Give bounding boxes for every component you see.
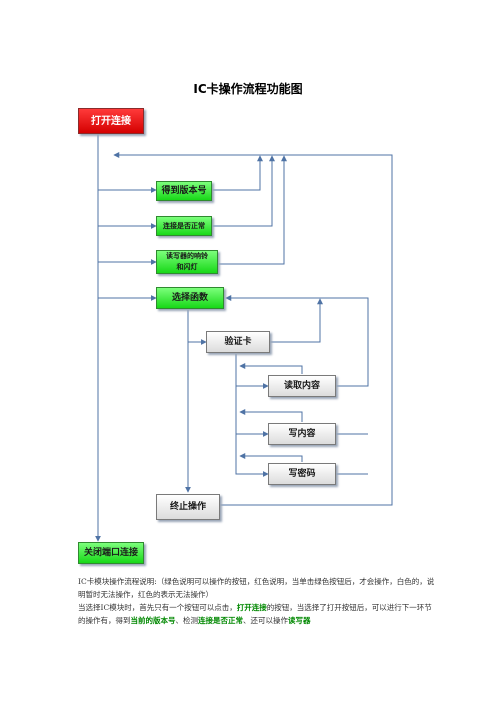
read-return bbox=[239, 363, 303, 374]
verify-return bbox=[270, 298, 323, 343]
verify-down bbox=[235, 354, 269, 477]
write-password-button[interactable]: 写密码 bbox=[268, 463, 336, 485]
close-port-button[interactable]: 关闭端口连接 bbox=[78, 542, 144, 564]
description-text: IC卡模块操作流程说明:（绿色说明可以操作的按钮，红色说明，当单击绿色按钮后，才… bbox=[78, 575, 438, 627]
desc-p2-a: 当选择IC模块时，首先只有一个按钮可以点击， bbox=[78, 603, 237, 612]
return-version bbox=[212, 155, 263, 191]
description-paragraph-2: 当选择IC模块时，首先只有一个按钮可以点击，打开连接的按钮，当选择了打开按钮后，… bbox=[78, 601, 438, 627]
diagram-title: IC卡操作流程功能图 bbox=[193, 82, 303, 96]
check-connection-button[interactable]: 连接是否正常 bbox=[156, 216, 212, 236]
loop-return-select bbox=[225, 295, 369, 387]
desc-p2-g: 、还可以操作 bbox=[243, 616, 288, 625]
return-connected bbox=[212, 155, 275, 227]
get-version-button[interactable]: 得到版本号 bbox=[156, 181, 212, 201]
write-return bbox=[239, 409, 303, 422]
write-content-button[interactable]: 写内容 bbox=[268, 423, 336, 445]
return-loop-outer bbox=[113, 152, 393, 506]
read-content-button[interactable]: 读取内容 bbox=[268, 375, 336, 397]
beep-label-line1: 读写器的响铃 bbox=[166, 252, 208, 260]
desc-p2-version: 当前的版本号 bbox=[130, 616, 176, 625]
return-beep bbox=[218, 155, 287, 265]
open-connection-button[interactable]: 打开连接 bbox=[78, 108, 144, 134]
description-paragraph-1: IC卡模块操作流程说明:（绿色说明可以操作的按钮，红色说明，当单击绿色按钮后，才… bbox=[78, 577, 435, 599]
beep-flash-button[interactable]: 读写器的响铃 和闪灯 bbox=[156, 250, 218, 274]
desc-p2-c: 的按钮，当选择了打开按钮后，可以进行下一环节的操作有，得到 bbox=[78, 603, 432, 625]
password-return bbox=[239, 453, 303, 462]
desc-p2-open: 打开连接 bbox=[236, 603, 267, 612]
verify-card-button[interactable]: 验证卡 bbox=[206, 331, 270, 353]
desc-p2-connected: 连接是否正常 bbox=[198, 616, 243, 625]
beep-label-line2: 和闪灯 bbox=[176, 263, 198, 271]
stop-operation-button[interactable]: 终止操作 bbox=[156, 494, 220, 520]
select-function-button[interactable]: 选择函数 bbox=[156, 287, 224, 309]
desc-p2-e: 、检测 bbox=[175, 616, 199, 625]
desc-p2-reader: 读写器 bbox=[288, 616, 311, 625]
